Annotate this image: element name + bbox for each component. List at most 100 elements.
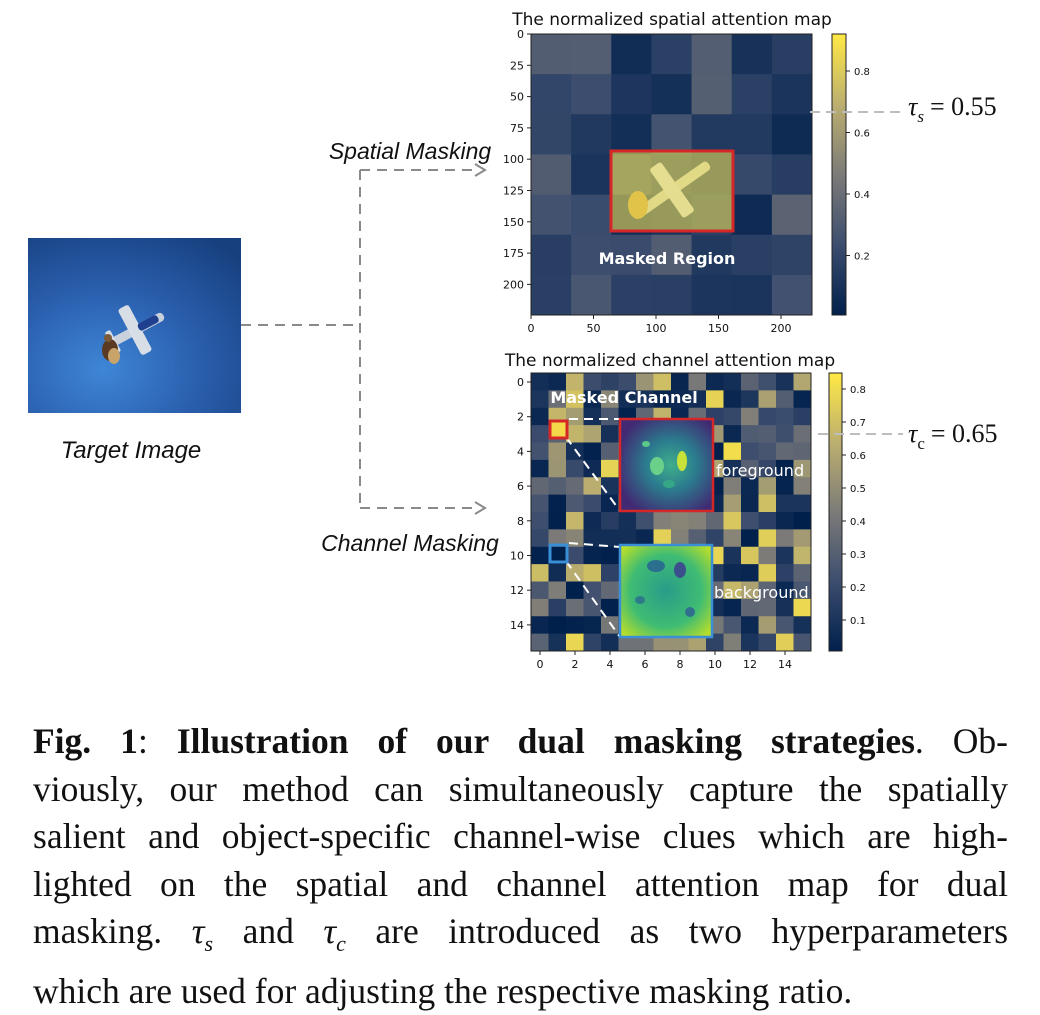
spatial-cell xyxy=(531,194,572,236)
masked-region-overlay xyxy=(609,149,735,233)
spatial-cell xyxy=(531,274,572,316)
channel-cell xyxy=(758,373,777,391)
channel-cell xyxy=(793,598,812,617)
channel-cell xyxy=(583,373,602,391)
channel-cell xyxy=(758,459,777,478)
spatial-cell xyxy=(571,274,612,316)
channel-cell xyxy=(601,459,619,478)
channel-cell xyxy=(531,598,549,617)
channel-cell xyxy=(793,477,812,496)
channel-cell xyxy=(583,529,602,548)
channel-cell xyxy=(548,373,567,391)
y-tick-label: 4 xyxy=(517,445,524,458)
channel-cell xyxy=(741,633,759,652)
channel-cell xyxy=(531,477,549,496)
figure-label: Fig. 1 xyxy=(33,721,138,761)
zoom-connectors xyxy=(565,418,621,638)
spatial-cell xyxy=(531,114,572,155)
channel-cell xyxy=(601,512,619,530)
channel-cell xyxy=(548,598,567,617)
channel-cell xyxy=(653,529,672,548)
spatial-cell xyxy=(531,154,572,196)
channel-cell xyxy=(583,390,602,409)
channel-cell xyxy=(548,512,567,530)
channel-cell xyxy=(776,494,794,513)
channel-cell xyxy=(601,425,619,443)
channel-cell xyxy=(741,529,759,548)
y-tick-label: 6 xyxy=(517,480,524,493)
channel-cell xyxy=(583,581,602,600)
channel-cell xyxy=(601,390,619,409)
spatial-cell xyxy=(611,74,652,115)
x-tick-label: 8 xyxy=(677,658,684,671)
channel-cell xyxy=(583,407,602,426)
channel-cell xyxy=(758,546,777,565)
colorbar-tick-label: 0.6 xyxy=(850,451,866,462)
channel-cell xyxy=(566,494,584,513)
channel-cell xyxy=(531,390,549,409)
channel-cell xyxy=(793,633,812,652)
channel-cell xyxy=(601,494,619,513)
channel-cell xyxy=(793,390,812,409)
y-tick-label: 175 xyxy=(503,247,524,260)
figure-1: Target Image Spatial Masking Channel Mas… xyxy=(28,10,998,671)
channel-cell xyxy=(706,390,724,409)
channel-cell xyxy=(741,616,759,635)
channel-cell xyxy=(776,564,794,582)
channel-cell xyxy=(601,581,619,600)
y-tick-label: 50 xyxy=(510,91,524,104)
spatial-colorbar xyxy=(831,33,847,316)
channel-cell xyxy=(706,529,724,548)
branch-connectors xyxy=(241,169,475,509)
channel-cell xyxy=(723,529,742,548)
channel-cell xyxy=(566,390,584,409)
colorbar-tick-label: 0.5 xyxy=(850,484,866,495)
channel-cell xyxy=(636,529,654,548)
channel-cell xyxy=(653,390,672,409)
spatial-cell xyxy=(691,74,733,115)
x-tick-label: 100 xyxy=(646,322,667,335)
channel-cell xyxy=(636,512,654,530)
channel-cell xyxy=(566,616,584,635)
channel-cell xyxy=(566,581,584,600)
channel-cell xyxy=(688,390,707,409)
channel-cell xyxy=(566,512,584,530)
channel-cell xyxy=(723,425,742,443)
channel-cell xyxy=(583,425,602,443)
spatial-cell xyxy=(771,114,813,155)
y-tick-label: 25 xyxy=(510,59,524,72)
channel-cell xyxy=(723,616,742,635)
channel-cell xyxy=(566,425,584,443)
spatial-cell xyxy=(571,234,612,276)
channel-cell xyxy=(776,459,794,478)
foreground-label: foreground xyxy=(716,461,804,480)
x-tick-label: 0 xyxy=(528,322,535,335)
channel-cell xyxy=(531,529,549,548)
x-tick-label: 12 xyxy=(743,658,757,671)
channel-cell xyxy=(776,529,794,548)
channel-cell xyxy=(601,373,619,391)
spatial-cell xyxy=(611,274,652,316)
channel-cell xyxy=(618,529,637,548)
spatial-cell xyxy=(571,194,612,236)
spatial-map-frame xyxy=(530,33,813,316)
spatial-cell xyxy=(651,274,693,316)
channel-cell xyxy=(793,425,812,443)
channel-cell xyxy=(601,546,619,565)
x-tick-label: 2 xyxy=(572,658,579,671)
channel-cell xyxy=(583,494,602,513)
caption-line-5: masking. τs and τc are introduced as two… xyxy=(33,911,1009,957)
channel-cell xyxy=(601,407,619,426)
channel-cell xyxy=(776,477,794,496)
y-tick-label: 2 xyxy=(517,411,524,424)
x-tick-label: 10 xyxy=(708,658,722,671)
spatial-colorbar-ticks: 0.80.60.40.2 xyxy=(846,67,870,263)
colorbar-tick-label: 0.8 xyxy=(850,385,866,396)
channel-cell xyxy=(758,581,777,600)
channel-cell xyxy=(688,529,707,548)
channel-cell xyxy=(776,546,794,565)
spatial-arrowhead xyxy=(474,163,487,177)
channel-cell xyxy=(741,373,759,391)
spatial-cell xyxy=(771,234,813,276)
